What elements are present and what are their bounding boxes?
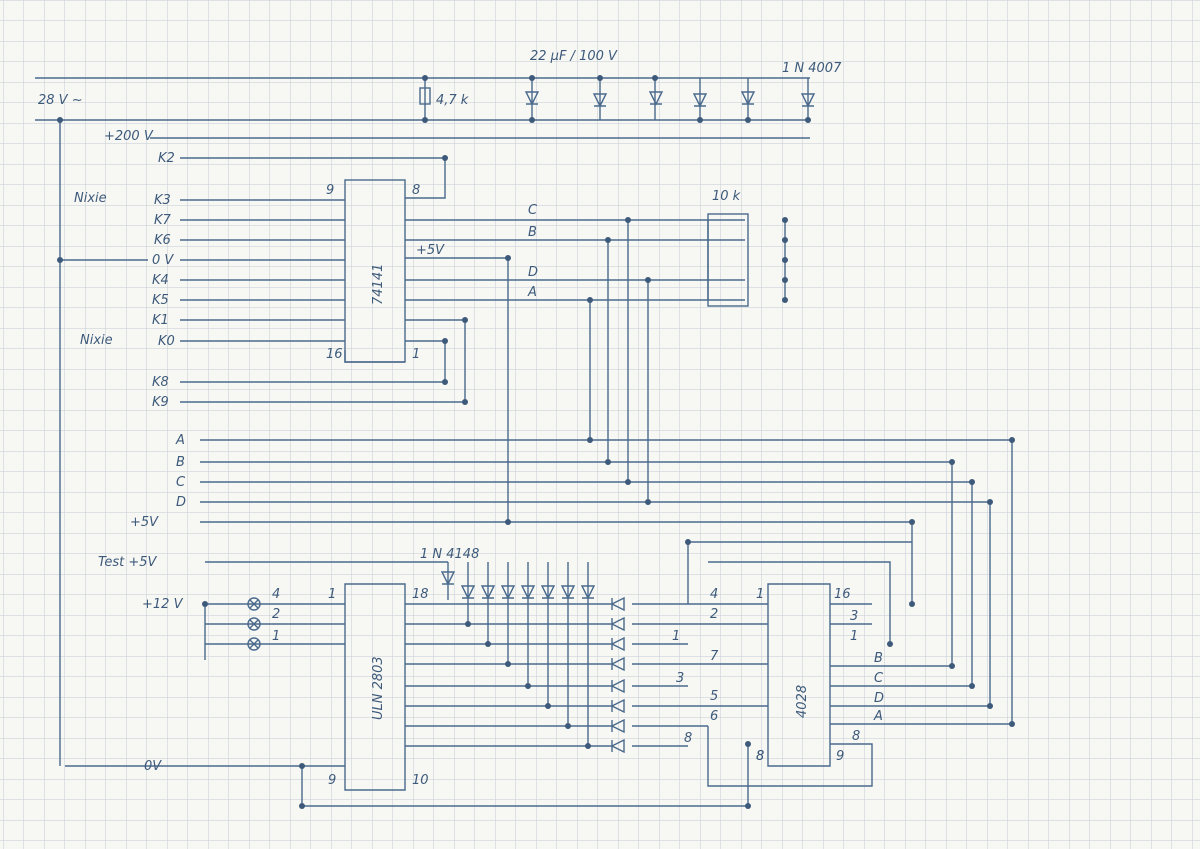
diode-label: 1 N 4007 xyxy=(782,61,842,76)
diode-column-1n4148 xyxy=(440,571,596,600)
decoder-ic-name: 74141 xyxy=(371,264,386,305)
counter-pin-1: 1 xyxy=(756,587,764,602)
pin-label: K3 xyxy=(154,193,171,208)
bus-label: D xyxy=(176,495,186,510)
decoder-pin-8: 8 xyxy=(412,183,420,198)
junction-dots xyxy=(57,75,1015,809)
counter-left-pin: 6 xyxy=(710,709,718,724)
bus-label: B xyxy=(176,455,185,470)
pin-label: K7 xyxy=(154,213,172,228)
mid-label: 1 xyxy=(672,629,680,644)
counter-left-pin: 7 xyxy=(710,649,719,664)
bcd-line-label: D xyxy=(528,265,538,280)
hv-supply-label: +200 V xyxy=(104,129,154,144)
pin-label: K2 xyxy=(158,151,175,166)
components xyxy=(247,87,816,754)
lamp-label: 4 xyxy=(272,587,280,602)
driver-pin-18: 18 xyxy=(412,587,429,602)
pin-label: K6 xyxy=(154,233,171,248)
counter-right-pin: A xyxy=(873,709,883,724)
diodes-label: 1 N 4148 xyxy=(420,547,479,562)
counter-pin-9: 9 xyxy=(836,749,844,764)
bus-label: A xyxy=(175,433,185,448)
lamp-label: 2 xyxy=(272,607,280,622)
v12-label: +12 V xyxy=(142,597,184,612)
pin-label: K0 xyxy=(158,334,175,349)
mid-label: 3 xyxy=(676,671,684,686)
decoder-vcc-label: +5V xyxy=(416,243,445,258)
counter-ic-name: 4028 xyxy=(795,685,810,718)
bcd-line-label: C xyxy=(528,203,538,218)
counter-left-pin-8: 8 xyxy=(756,749,764,764)
counter-right-pin: 1 xyxy=(850,629,858,644)
test-label: Test +5V xyxy=(98,555,157,570)
pin-label: K4 xyxy=(152,273,169,288)
ac-supply-label: 28 V ~ xyxy=(38,93,83,108)
driver-ic-name: ULN 2803 xyxy=(371,656,386,720)
counter-pin-8: 8 xyxy=(756,749,764,764)
driver-pin-10: 10 xyxy=(412,773,429,788)
diode-row-top xyxy=(524,91,816,108)
nixie-bottom-group-label: Nixie xyxy=(80,333,113,348)
counter-left-pin: 4 xyxy=(710,587,718,602)
counter-right-pin-8: 8 xyxy=(852,729,860,744)
counter-right-pin: D xyxy=(874,691,884,706)
pin-label: K5 xyxy=(152,293,169,308)
pin-label: K9 xyxy=(152,395,169,410)
counter-pin-16: 16 xyxy=(834,587,851,602)
bus-label: C xyxy=(176,475,186,490)
mid-label: 8 xyxy=(684,731,692,746)
capacitor-label: 22 µF / 100 V xyxy=(530,49,618,64)
driver-pin-9: 9 xyxy=(328,773,336,788)
decoder-pin-16: 16 xyxy=(326,347,343,362)
counter-right-pin: C xyxy=(874,671,884,686)
counter-left-pin: 5 xyxy=(710,689,718,704)
nixie-top-group-label: Nixie xyxy=(74,191,107,206)
pin-label: K8 xyxy=(152,375,169,390)
decoder-pin-1: 1 xyxy=(412,347,420,362)
zero-volt-label: 0 V xyxy=(152,253,174,268)
diode-stack-right xyxy=(610,596,625,754)
pin-label: K1 xyxy=(152,313,169,328)
resistor-pack-label: 10 k xyxy=(712,189,741,204)
bcd-line-label: B xyxy=(528,225,537,240)
counter-left-pin: 2 xyxy=(710,607,718,622)
bottom-zero-label: 0V xyxy=(144,759,162,774)
lamp-label: 1 xyxy=(272,629,280,644)
bcd-line-label: A xyxy=(527,285,537,300)
driver-pin-1: 1 xyxy=(328,587,336,602)
decoder-pin-9: 9 xyxy=(326,183,334,198)
bus-label: +5V xyxy=(130,515,159,530)
indicator-lamps xyxy=(247,597,261,651)
resistor-label: 4,7 k xyxy=(436,93,469,108)
counter-right-pin: B xyxy=(874,651,883,666)
counter-right-pin: 3 xyxy=(850,609,858,624)
